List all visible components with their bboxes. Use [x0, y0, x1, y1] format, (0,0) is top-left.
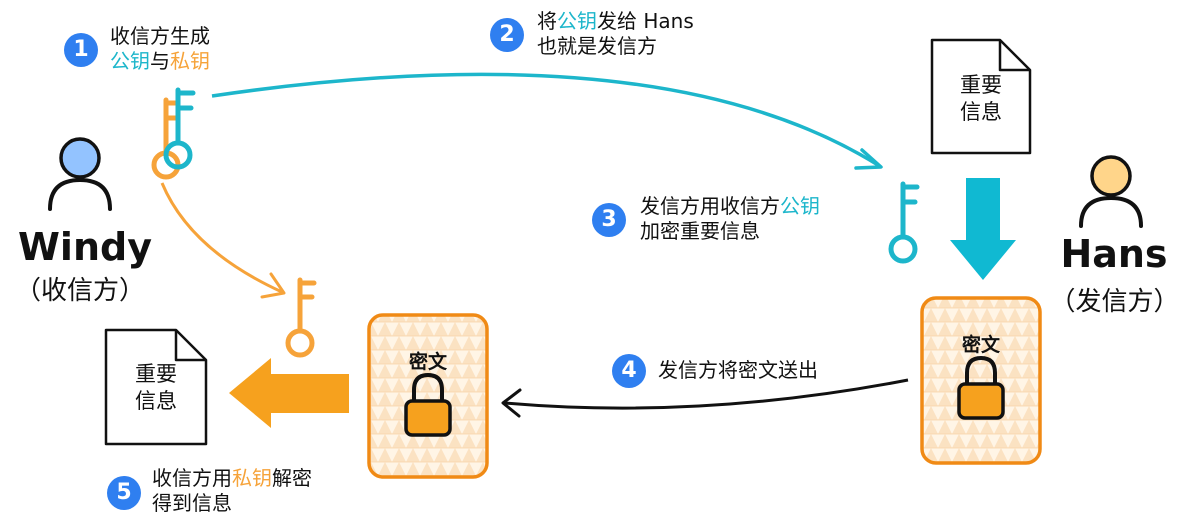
step-5-line-1: 收信方用私钥解密 — [152, 466, 312, 491]
public-key-term: 公钥 — [110, 49, 150, 73]
receiver-document-icon — [104, 328, 208, 446]
receiver-document-line-1: 重要 — [135, 362, 177, 386]
step-1-badge: 1 — [64, 33, 98, 67]
receiver-role: （收信方） — [14, 276, 145, 306]
sender-ciphertext-card — [920, 296, 1042, 465]
sender-public-key-icon — [888, 181, 920, 264]
step-5-text: 收信方用私钥解密 得到信息 — [152, 466, 312, 516]
step-3-badge: 3 — [592, 203, 626, 237]
private-key-term: 私钥 — [232, 466, 272, 490]
receiver-person-icon — [48, 137, 112, 211]
receiver-document-text: 重要 信息 — [106, 361, 206, 415]
step-3-pre: 发信方用收信方 — [640, 194, 780, 218]
decrypt-left-arrow-icon — [229, 358, 349, 428]
step-5-post: 解密 — [272, 466, 312, 490]
sender-ciphertext-label: 密文 — [961, 334, 1000, 356]
public-key-term: 公钥 — [557, 9, 597, 33]
sender-person-icon — [1079, 155, 1143, 228]
step-2-post: 发给 Hans — [597, 9, 694, 33]
step-3-line-2: 加密重要信息 — [640, 219, 760, 243]
step-3-line-1: 发信方用收信方公钥 — [640, 194, 820, 219]
send-ciphertext-arrowhead — [501, 388, 522, 418]
send-public-key-arrow — [211, 72, 879, 167]
encrypt-down-arrow-icon — [950, 178, 1016, 280]
step-2-line-1: 将公钥发给 Hans — [537, 9, 694, 34]
public-key-term: 公钥 — [780, 194, 820, 218]
private-key-term: 私钥 — [170, 49, 210, 73]
step-1-text: 收信方生成 公钥与私钥 — [110, 24, 210, 74]
private-key-arrowhead — [260, 272, 286, 299]
sender-document-line-1: 重要 — [960, 73, 1002, 97]
receiver-lock-icon — [404, 372, 452, 437]
step-1-line-2: 公钥与私钥 — [110, 49, 210, 74]
step-3-text: 发信方用收信方公钥 加密重要信息 — [640, 194, 820, 244]
step-5-badge: 5 — [107, 476, 141, 510]
receiver-document-line-2: 信息 — [135, 389, 177, 413]
step-1-line-1: 收信方生成 — [110, 24, 210, 48]
step-4-text: 发信方将密文送出 — [658, 358, 818, 382]
step-5-line-2: 得到信息 — [152, 491, 232, 515]
sender-document-fold — [998, 40, 1030, 72]
receiver-private-key-icon — [285, 277, 317, 358]
public-key-icon — [163, 87, 196, 170]
step-2-text: 将公钥发给 Hans 也就是发信方 — [537, 9, 694, 59]
send-ciphertext-arrow — [504, 378, 909, 410]
receiver-name: Windy — [18, 225, 152, 269]
private-key-arrow — [160, 182, 283, 294]
sender-name: Hans — [1060, 232, 1168, 276]
step-2-badge: 2 — [490, 18, 524, 52]
sender-role: （发信方） — [1049, 287, 1180, 317]
receiver-ciphertext-card — [367, 313, 489, 479]
receiver-document-fold — [174, 330, 206, 362]
send-public-key-arrowhead — [854, 148, 883, 170]
sender-document-icon — [930, 38, 1032, 155]
sender-document-line-2: 信息 — [960, 100, 1002, 124]
step-2-pre: 将 — [537, 9, 557, 33]
sender-lock-icon — [957, 355, 1005, 420]
step-1-conjunction: 与 — [150, 49, 170, 73]
sender-document-text: 重要 信息 — [932, 72, 1030, 126]
step-5-pre: 收信方用 — [152, 466, 232, 490]
receiver-ciphertext-label: 密文 — [408, 351, 447, 373]
step-4-badge: 4 — [612, 354, 646, 388]
step-2-line-2: 也就是发信方 — [537, 34, 657, 58]
